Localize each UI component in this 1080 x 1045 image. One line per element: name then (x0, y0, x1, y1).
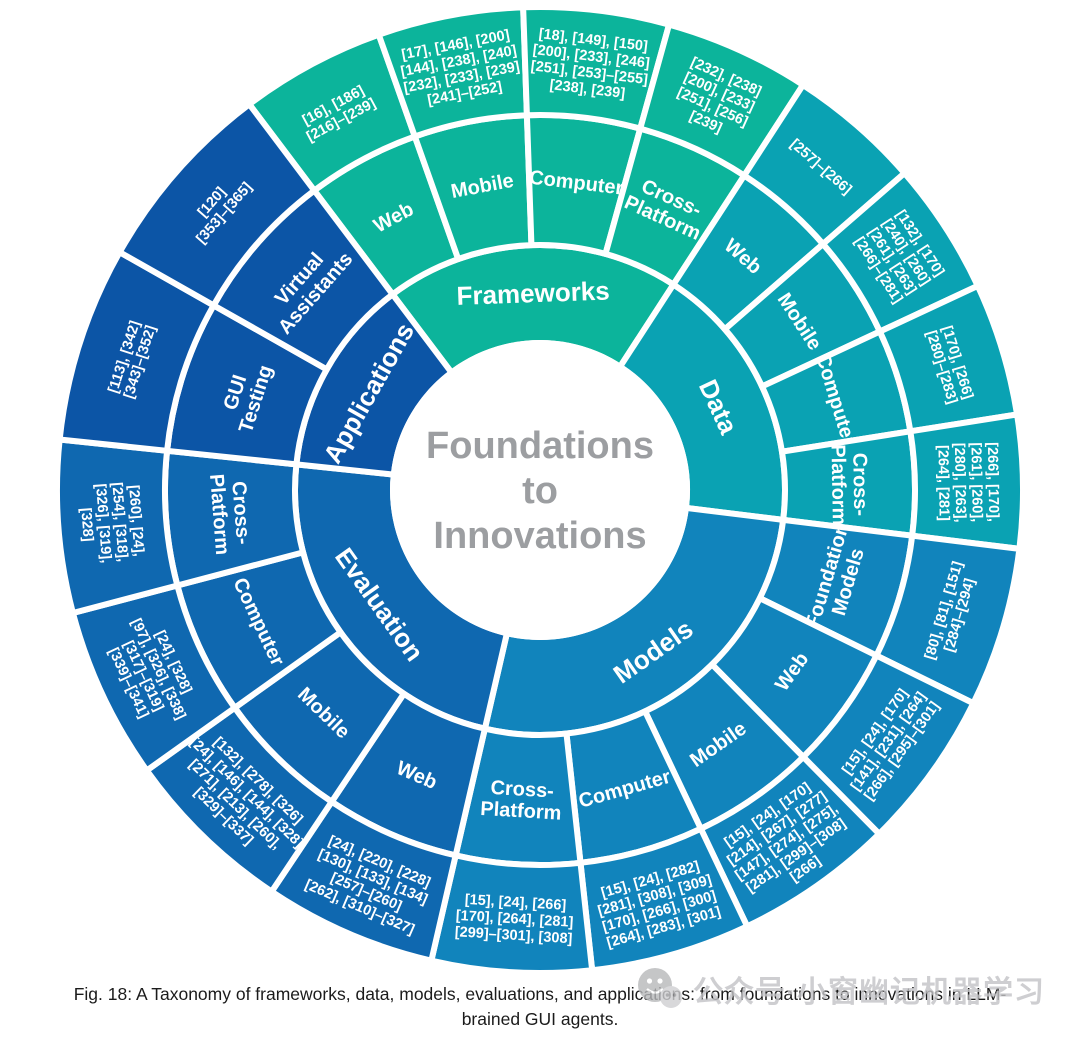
label-frameworks: Frameworks (456, 276, 610, 311)
segment-applications-virtual-assistants-citations (116, 101, 318, 309)
caption-line2: brained GUI agents. (461, 1009, 619, 1029)
figure-caption: Fig. 18: A Taxonomy of frameworks, data,… (0, 982, 1080, 1032)
citations-models-cross-platform: [15], [24], [266][170], [264], [281][299… (454, 891, 575, 947)
label-data-cross-platform: Cross-Platform (826, 444, 871, 526)
citations-data-cross-platform: [266], [170],[261], [260],[280], [263],[… (934, 442, 1001, 523)
label-models-cross-platform: Cross-Platform (480, 776, 564, 824)
label-evaluation-cross-platform: Cross-Platform (205, 472, 255, 556)
citations-evaluation-cross-platform: [260], [24],[254], [318],[326], [319],[3… (76, 480, 147, 565)
center-circle (390, 340, 690, 640)
caption-line1: Fig. 18: A Taxonomy of frameworks, data,… (73, 984, 1007, 1004)
